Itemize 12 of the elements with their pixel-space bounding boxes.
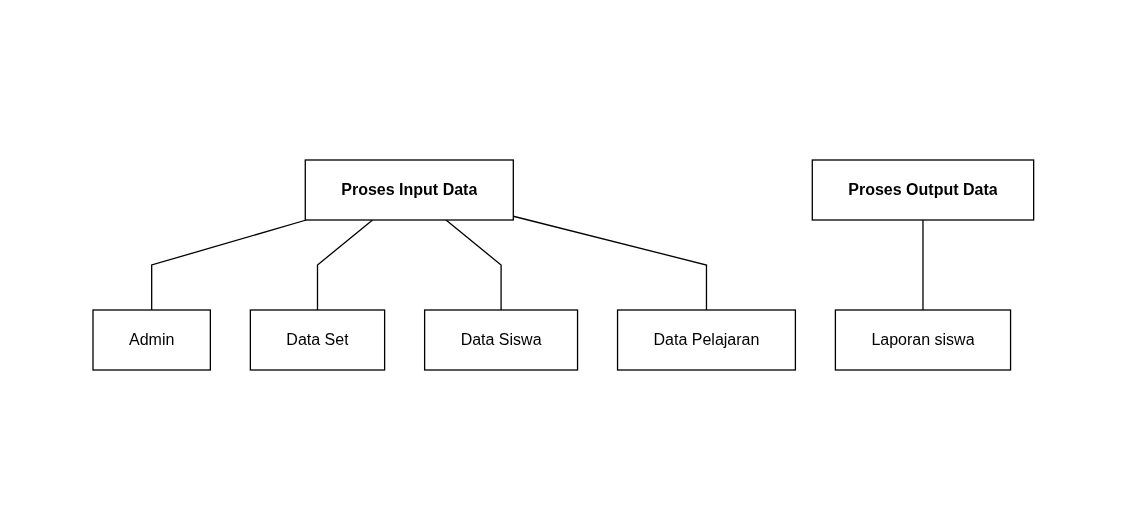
node-box: Proses Input Data bbox=[304, 158, 515, 221]
node-box: Data Pelajaran bbox=[617, 308, 797, 371]
connector bbox=[151, 218, 308, 311]
node-box: Data Siswa bbox=[424, 308, 579, 371]
node-box: Admin bbox=[92, 308, 212, 371]
connector bbox=[445, 218, 502, 311]
node-box: Laporan siswa bbox=[834, 308, 1012, 371]
connector bbox=[922, 218, 924, 311]
connector bbox=[512, 215, 708, 311]
connector bbox=[317, 218, 374, 311]
node-box: Proses Output Data bbox=[811, 158, 1035, 221]
node-box: Data Set bbox=[249, 308, 386, 371]
